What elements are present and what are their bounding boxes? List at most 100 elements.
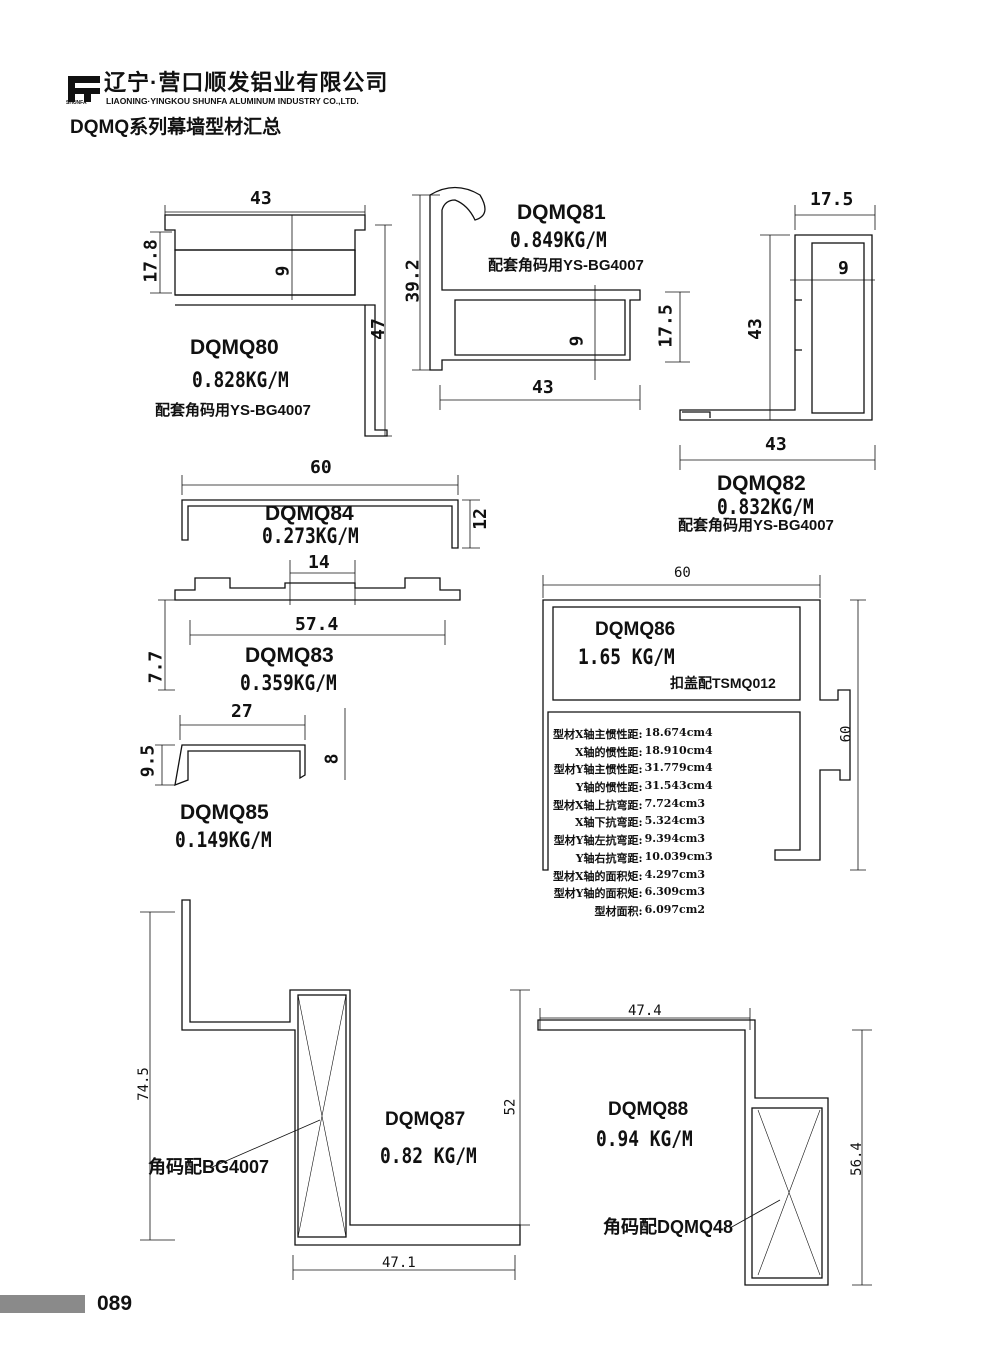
property-label: Y轴的惯性距: bbox=[575, 781, 643, 795]
dqmq80-drawing bbox=[150, 205, 392, 437]
company-name-cn: 辽宁·营口顺发铝业有限公司 bbox=[104, 70, 389, 95]
profile-note: 配套角码用YS-BG4007 bbox=[678, 517, 834, 534]
property-label: 型材X轴上抗弯距: bbox=[553, 798, 643, 812]
page-number-bar bbox=[0, 1295, 85, 1313]
dim-inner: 9 bbox=[566, 335, 588, 347]
page-subtitle: DQMQ系列幕墙型材汇总 bbox=[70, 117, 282, 138]
dim-top: 17.5 bbox=[810, 189, 854, 210]
property-row: 型材Y轴左抗弯距:9.394cm3 bbox=[553, 832, 737, 850]
dqmq84-drawing bbox=[181, 475, 480, 549]
dim-width: 43 bbox=[250, 188, 272, 209]
property-row: 型材X轴的面积矩:4.297cm3 bbox=[553, 868, 737, 886]
dim-slot: 17.5 bbox=[655, 304, 677, 348]
profile-note: 配套角码用YS-BG4007 bbox=[488, 257, 644, 274]
profile-name: DQMQ85 bbox=[180, 801, 269, 824]
dim-inner: 9 bbox=[838, 258, 849, 279]
dim-height: 17.8 bbox=[140, 239, 162, 283]
dqmq87-drawing bbox=[140, 899, 530, 1280]
dqmq82-drawing bbox=[679, 205, 876, 470]
profile-name: DQMQ86 bbox=[595, 619, 676, 640]
dim-slot: 14 bbox=[308, 552, 330, 573]
dqmq88-drawing bbox=[537, 1008, 872, 1286]
property-row: 型材面积:6.097cm2 bbox=[553, 903, 737, 921]
property-value: 5.324cm3 bbox=[644, 814, 706, 828]
property-value: 18.910cm4 bbox=[644, 743, 713, 757]
profile-note: 角码配DQMQ48 bbox=[603, 1217, 734, 1237]
dim-height: 60 bbox=[838, 725, 855, 743]
profile-name: DQMQ81 bbox=[517, 201, 606, 224]
property-value: 9.394cm3 bbox=[644, 832, 706, 846]
profile-name: DQMQ83 bbox=[245, 644, 334, 667]
property-value: 6.097cm2 bbox=[644, 902, 706, 916]
profile-weight: 0.149KG/M bbox=[175, 828, 272, 852]
profile-note: 配套角码用YS-BG4007 bbox=[155, 402, 311, 419]
section-properties-list: 型材X轴主惯性距:18.674cm4 X轴的惯性距:18.910cm4 型材Y轴… bbox=[553, 726, 737, 921]
property-label: 型材X轴主惯性距: bbox=[553, 728, 643, 741]
property-row: 型材X轴上抗弯距:7.724cm3 bbox=[553, 797, 737, 815]
property-value: 4.297cm3 bbox=[644, 867, 706, 881]
property-value: 7.724cm3 bbox=[644, 796, 706, 810]
dim-width: 27 bbox=[231, 701, 253, 722]
dim-height: 7.7 bbox=[145, 650, 167, 684]
property-value: 31.779cm4 bbox=[644, 761, 713, 775]
property-row: X轴下抗弯距:5.324cm3 bbox=[553, 814, 737, 832]
dim-height: 9.5 bbox=[137, 744, 159, 778]
dim-width: 57.4 bbox=[295, 614, 339, 635]
property-row: Y轴的惯性距:31.543cm4 bbox=[553, 779, 737, 797]
dim-height: 12 bbox=[469, 508, 491, 530]
dim-width: 43 bbox=[765, 434, 787, 455]
logo-text: SHUNFA bbox=[66, 100, 87, 106]
property-row: Y轴右抗弯距:10.039cm3 bbox=[553, 850, 737, 868]
property-value: 6.309cm3 bbox=[644, 885, 706, 899]
profile-weight: 0.849KG/M bbox=[510, 228, 607, 252]
profile-weight: 1.65 KG/M bbox=[578, 645, 675, 669]
dim-height: 56.4 bbox=[848, 1142, 865, 1176]
profile-name: DQMQ80 bbox=[190, 336, 279, 359]
profile-name: DQMQ84 bbox=[265, 502, 354, 525]
profile-weight: 0.832KG/M bbox=[717, 495, 814, 519]
property-row: 型材X轴主惯性距:18.674cm4 bbox=[553, 726, 737, 744]
dim-inner: 9 bbox=[272, 265, 294, 277]
profile-weight: 0.359KG/M bbox=[240, 671, 337, 695]
property-value: 10.039cm3 bbox=[644, 849, 713, 863]
property-label: X轴下抗弯距: bbox=[575, 816, 643, 830]
page-number: 089 bbox=[97, 1292, 133, 1315]
dim-width: 60 bbox=[310, 457, 332, 478]
profile-weight: 0.94 KG/M bbox=[596, 1127, 693, 1151]
logo-mark bbox=[68, 76, 100, 102]
property-value: 18.674cm4 bbox=[644, 726, 713, 739]
dim-height: 74.5 bbox=[135, 1067, 152, 1101]
dim-width: 43 bbox=[532, 377, 554, 398]
property-row: 型材Y轴主惯性距:31.779cm4 bbox=[553, 761, 737, 779]
property-label: 型材X轴的面积矩: bbox=[553, 869, 643, 883]
profile-note: 角码配BG4007 bbox=[148, 1157, 270, 1177]
property-label: 型材Y轴主惯性距: bbox=[553, 763, 643, 777]
profile-weight: 0.82 KG/M bbox=[380, 1144, 477, 1168]
dqmq83-drawing bbox=[158, 560, 461, 691]
dim-inner: 8 bbox=[321, 753, 343, 765]
dim-width: 47.1 bbox=[382, 1255, 416, 1271]
property-label: Y轴右抗弯距: bbox=[575, 851, 643, 865]
dim-width: 60 bbox=[674, 565, 691, 581]
dqmq86-drawing bbox=[542, 575, 866, 871]
profile-name: DQMQ88 bbox=[608, 1099, 689, 1120]
profile-weight: 0.828KG/M bbox=[192, 368, 289, 392]
dim-depth: 47 bbox=[367, 318, 389, 340]
company-name-en: LIAONING·YINGKOU SHUNFA ALUMINUM INDUSTR… bbox=[106, 96, 359, 106]
profile-name: DQMQ87 bbox=[385, 1109, 466, 1130]
property-value: 31.543cm4 bbox=[644, 779, 713, 793]
dim-height: 39.2 bbox=[402, 259, 424, 303]
property-row: X轴的惯性距:18.910cm4 bbox=[553, 744, 737, 762]
property-label: 型材面积: bbox=[594, 904, 643, 918]
dim-inner-height: 52 bbox=[502, 1098, 519, 1116]
property-label: X轴的惯性距: bbox=[575, 745, 643, 759]
dqmq81-drawing bbox=[412, 186, 690, 410]
profile-weight: 0.273KG/M bbox=[262, 524, 359, 548]
property-label: 型材Y轴左抗弯距: bbox=[553, 834, 643, 848]
property-label: 型材Y轴的面积矩: bbox=[553, 887, 643, 901]
profile-note: 扣盖配TSMQ012 bbox=[670, 675, 776, 691]
dim-width: 47.4 bbox=[628, 1003, 662, 1019]
dqmq85-drawing bbox=[155, 708, 346, 787]
